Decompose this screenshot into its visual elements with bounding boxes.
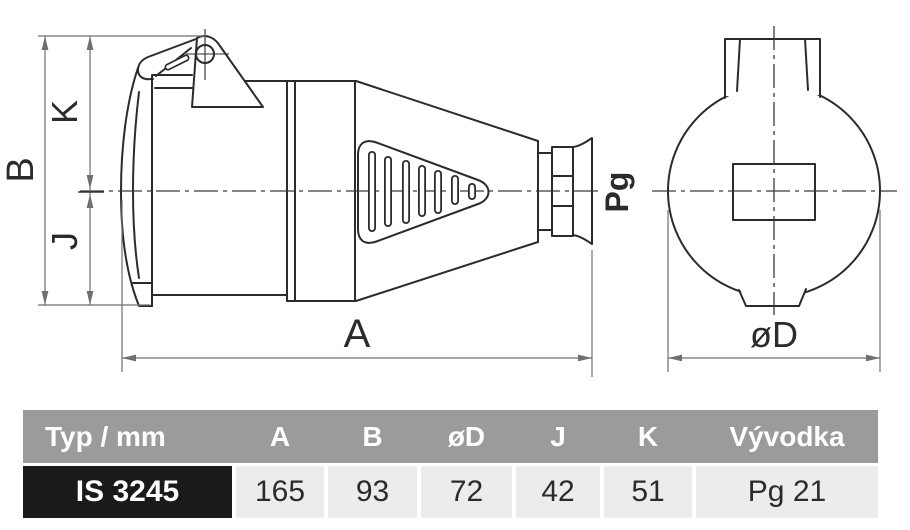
cell-dim-b: 93	[328, 466, 417, 518]
col-header-j: J	[550, 420, 566, 452]
top-tab-inner-left	[736, 38, 741, 92]
col-header-k: K	[637, 420, 659, 452]
col-header-b: B	[362, 420, 383, 452]
bottom-tab-outline	[738, 288, 807, 307]
cap-outer-arc	[120, 67, 153, 307]
center-lines	[80, 26, 897, 315]
dim-label-diameter: øD	[750, 314, 798, 355]
top-tab-outline	[724, 38, 821, 99]
vent-slots	[368, 151, 476, 232]
latch-slot-core	[166, 56, 188, 69]
bottom-tab-fill	[739, 286, 806, 306]
dim-label-gland: Pg	[599, 172, 635, 213]
side-view-drawing	[120, 35, 593, 307]
cell-vyvodka: Pg 21	[696, 466, 878, 518]
cell-dim-j: 42	[516, 466, 600, 518]
top-tab-inner-right	[804, 38, 809, 91]
dim-label-k: K	[44, 100, 85, 124]
spec-table-header-row: Typ / mm A B øD J K Vývodka	[23, 410, 878, 463]
cone-bottom-edge	[355, 241, 539, 302]
cell-dim-k: 51	[604, 466, 692, 518]
cap-inner-rim	[132, 91, 140, 279]
pivot-crosshair	[186, 29, 229, 80]
spec-table-data-row: IS 3245 165 93 72 42 51 Pg 21	[23, 466, 878, 518]
top-tab-fill	[725, 39, 820, 96]
cell-dim-a: 165	[236, 466, 324, 518]
cell-dim-diameter: 72	[421, 466, 512, 518]
col-header-vyvodka: Vývodka	[729, 420, 845, 452]
dim-label-b: B	[0, 157, 42, 182]
dim-label-j: J	[44, 232, 85, 250]
latch-lever-outer	[137, 38, 197, 81]
col-header-typ: Typ / mm	[45, 420, 166, 452]
dimension-lines	[38, 35, 881, 377]
spec-table: Typ / mm A B øD J K Vývodka IS 3245 165 …	[23, 410, 878, 518]
dim-label-a: A	[344, 312, 371, 356]
col-header-diameter: øD	[447, 420, 486, 452]
dimension-arrows	[41, 36, 880, 362]
technical-drawing: B K J A øD Pg	[0, 26, 897, 377]
cell-type: IS 3245	[23, 466, 232, 518]
cone-top-edge	[355, 80, 539, 142]
col-header-a: A	[269, 420, 291, 452]
